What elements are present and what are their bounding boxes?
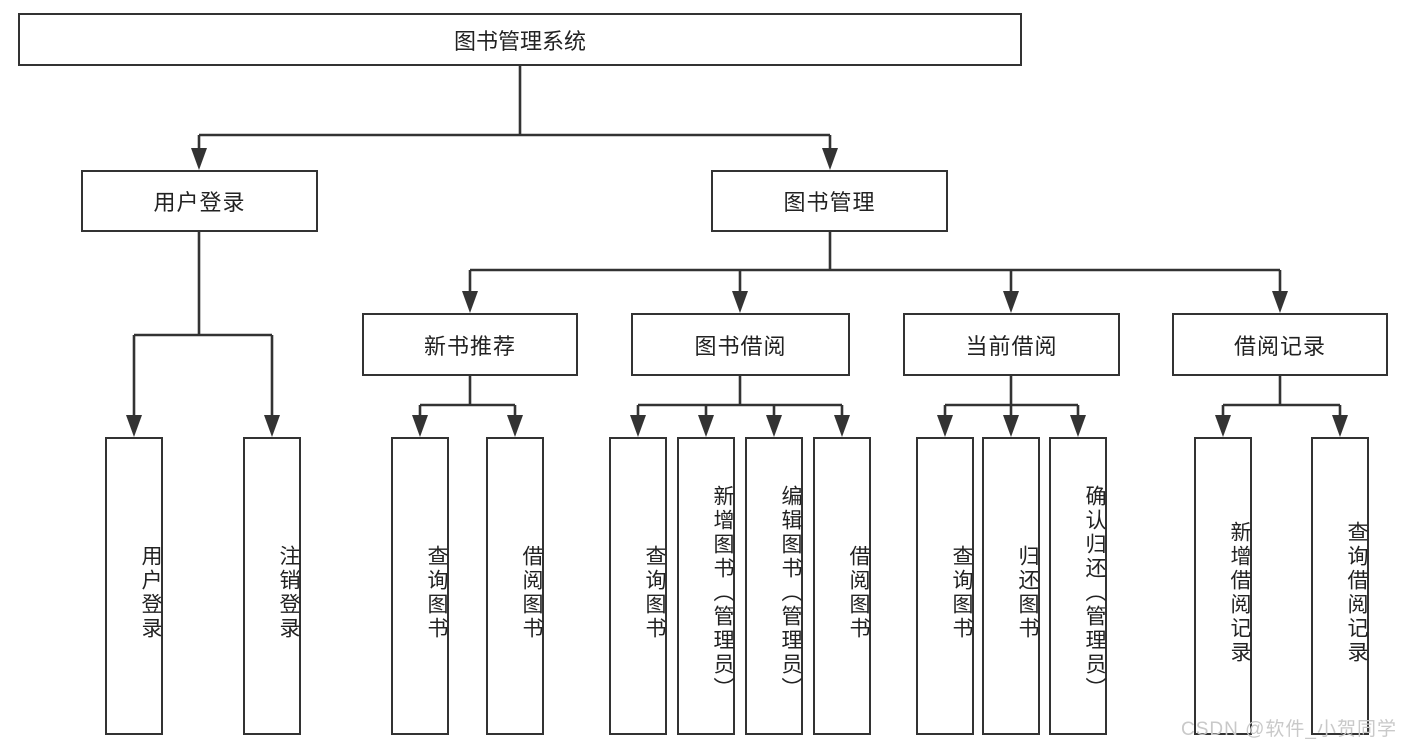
leaf-edit-book-admin[interactable]: 编辑图书（管理员）: [745, 437, 803, 735]
node-label: 借阅图书: [847, 545, 870, 641]
node-user-login[interactable]: 用户登录: [81, 170, 318, 232]
leaf-borrow-book-1[interactable]: 借阅图书: [486, 437, 544, 735]
leaf-query-borrow-record[interactable]: 查询借阅记录: [1311, 437, 1369, 735]
leaf-query-book-1[interactable]: 查询图书: [391, 437, 449, 735]
node-label: 查询图书: [425, 545, 448, 641]
node-label: 图书借阅: [694, 333, 787, 359]
node-new-book-recommend[interactable]: 新书推荐: [362, 313, 578, 376]
node-label: 查询借阅记录: [1345, 521, 1368, 665]
node-book-management[interactable]: 图书管理: [711, 170, 948, 232]
leaf-borrow-book-2[interactable]: 借阅图书: [813, 437, 871, 735]
node-label: 查询图书: [643, 545, 666, 641]
node-root[interactable]: 图书管理系统: [18, 13, 1022, 66]
node-label: 归还图书: [1016, 545, 1039, 641]
node-label: 注销登录: [277, 545, 300, 641]
leaf-query-book-2[interactable]: 查询图书: [609, 437, 667, 735]
leaf-user-login[interactable]: 用户登录: [105, 437, 163, 735]
node-label: 借阅记录: [1233, 333, 1326, 359]
leaf-add-borrow-record[interactable]: 新增借阅记录: [1194, 437, 1252, 735]
node-current-borrow[interactable]: 当前借阅: [903, 313, 1120, 376]
leaf-logout[interactable]: 注销登录: [243, 437, 301, 735]
leaf-query-book-3[interactable]: 查询图书: [916, 437, 974, 735]
node-label: 用户登录: [139, 545, 162, 641]
node-borrow-record[interactable]: 借阅记录: [1172, 313, 1388, 376]
node-label: 新增借阅记录: [1228, 521, 1251, 665]
node-book-borrow[interactable]: 图书借阅: [631, 313, 850, 376]
node-label: 新增图书（管理员）: [711, 485, 734, 701]
leaf-add-book-admin[interactable]: 新增图书（管理员）: [677, 437, 735, 735]
node-label: 新书推荐: [423, 333, 516, 359]
node-label: 查询图书: [950, 545, 973, 641]
node-label: 编辑图书（管理员）: [779, 485, 802, 701]
node-label: 用户登录: [153, 190, 246, 215]
node-label: 图书管理系统: [453, 28, 586, 54]
node-label: 确认归还（管理员）: [1083, 485, 1106, 701]
node-label: 当前借阅: [965, 333, 1058, 359]
watermark: CSDN @软件_小贺同学: [1181, 719, 1397, 740]
leaf-return-book[interactable]: 归还图书: [982, 437, 1040, 735]
leaf-confirm-return-admin[interactable]: 确认归还（管理员）: [1049, 437, 1107, 735]
node-label: 图书管理: [783, 190, 876, 215]
node-label: 借阅图书: [520, 545, 543, 641]
